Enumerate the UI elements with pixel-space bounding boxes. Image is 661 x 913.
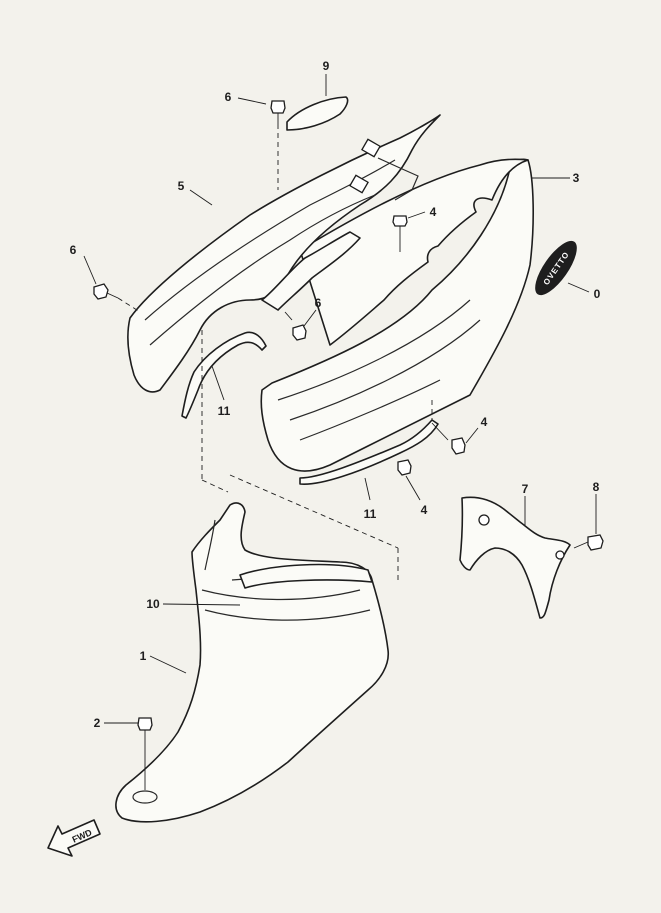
forward-arrow-icon: FWD	[47, 819, 101, 857]
callout-4-lower: 4	[421, 503, 428, 517]
cover-plate	[459, 496, 571, 619]
callout-1: 1	[140, 649, 147, 663]
side-cover-right	[260, 158, 534, 472]
bolt-top-6	[270, 100, 286, 124]
emblem-side: OVETTO	[535, 240, 577, 296]
bolt-2	[137, 717, 153, 790]
bolt-left-6	[93, 283, 119, 300]
callout-3: 3	[573, 171, 580, 185]
leader-lines	[83, 74, 597, 724]
callout-9-top: 9	[323, 59, 330, 73]
callout-7: 7	[522, 482, 529, 496]
callout-4-upper: 4	[430, 205, 437, 219]
top-clips	[349, 138, 419, 201]
front-panel	[115, 502, 390, 823]
callout-11-left: 11	[218, 404, 231, 418]
bolt-8	[573, 534, 604, 551]
callout-4-right: 4	[481, 415, 488, 429]
callout-6-top: 6	[225, 90, 232, 104]
callout-5: 5	[178, 179, 185, 193]
callout-6-left: 6	[70, 243, 77, 257]
callout-10: 10	[146, 597, 160, 611]
callout-8: 8	[593, 480, 600, 494]
callout-0-emblem: 0	[594, 287, 601, 301]
callout-2: 2	[94, 716, 101, 730]
brace-wire-left	[181, 331, 267, 419]
bolt-right-4	[431, 422, 466, 455]
assembly-lines	[117, 124, 433, 580]
bolt-upper-4	[392, 215, 408, 252]
brace-wire-lower	[299, 419, 439, 485]
bolt-mid-6	[284, 311, 307, 341]
callout-6-mid: 6	[315, 296, 322, 310]
bolt-lower-4	[397, 459, 412, 476]
callout-11-lower: 11	[364, 507, 377, 521]
emblem-top	[286, 96, 349, 131]
callouts: 9 6 5 3 4 6 6 0 11 4 4 11 7 8 10 1 2	[70, 59, 601, 730]
